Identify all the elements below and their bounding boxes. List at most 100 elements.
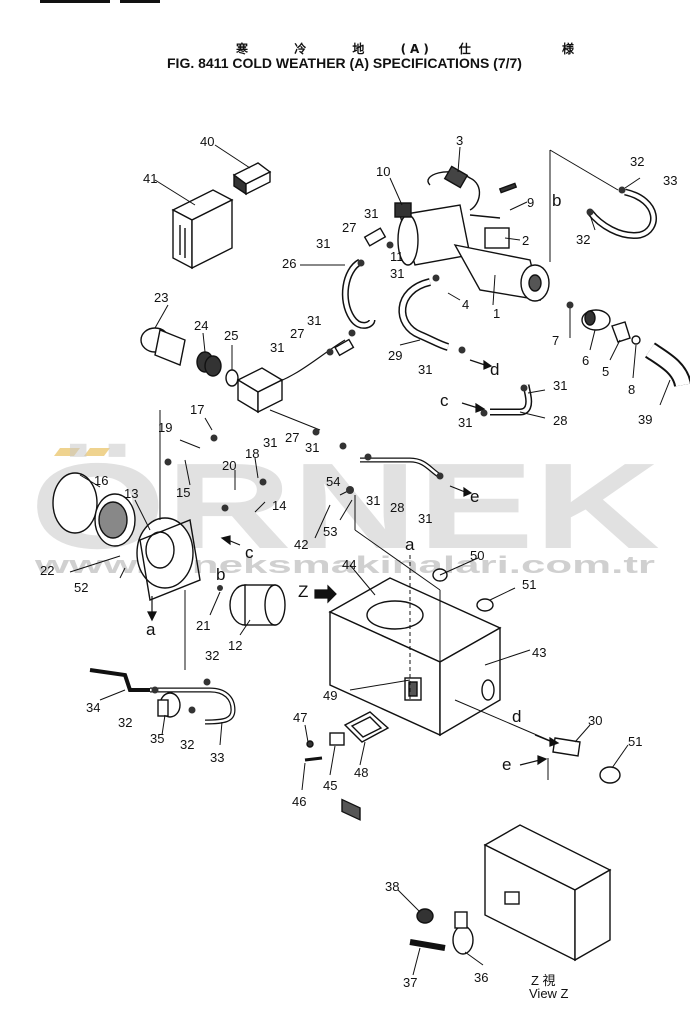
callout: 10 (376, 164, 390, 179)
callout: 28 (390, 500, 404, 515)
callout: 37 (403, 975, 417, 990)
callout: 26 (282, 256, 296, 271)
top-rule-left (40, 0, 110, 3)
spring-24 (196, 351, 222, 377)
callout: 6 (582, 353, 589, 368)
pipe-34 (89, 668, 150, 692)
callout: 23 (154, 290, 168, 305)
bolt-51 (599, 766, 621, 784)
callout: 31 (418, 511, 432, 526)
callout: 32 (576, 232, 590, 247)
callout: 21 (196, 618, 210, 633)
callout: 27 (342, 220, 356, 235)
callout: 14 (272, 498, 286, 513)
callout: 43 (532, 645, 546, 660)
japanese-title: 寒 冷 地 (A) 仕 様 (236, 40, 578, 57)
callout: 5 (602, 364, 609, 379)
view-z-box (483, 824, 612, 962)
watermark-accent-1 (54, 448, 80, 456)
washer-8 (631, 335, 641, 345)
callout: 40 (200, 134, 214, 149)
callout: 29 (388, 348, 402, 363)
bracket-block (236, 367, 284, 414)
watermark-brand: ÖRNEK (30, 438, 660, 574)
callout: 31 (390, 266, 404, 281)
callout: 44 (342, 557, 356, 572)
callout: 27 (290, 326, 304, 341)
callout-labels: 1 2 3 4 5 6 7 8 9 10 11 12 13 14 15 16 1… (40, 133, 677, 990)
fitting-36 (452, 911, 474, 955)
callout: 32 (180, 737, 194, 752)
callout: 7 (552, 333, 559, 348)
callout: 31 (305, 440, 319, 455)
connector: e (502, 755, 511, 774)
callout: 31 (316, 236, 330, 251)
callout: 13 (124, 486, 138, 501)
watermark: ÖRNEK www.orneksmakinalari.com.tr (30, 438, 660, 579)
callout: 49 (323, 688, 337, 703)
burner-housing-13 (136, 517, 201, 601)
callout: 18 (245, 446, 259, 461)
connector: e (470, 487, 479, 506)
jp-char: 地 (352, 42, 369, 56)
connector-labels: a a b b c c d d e e Z (146, 191, 561, 774)
jp-char: 寒 (236, 42, 253, 56)
view-z-arrow (314, 584, 337, 604)
callout: 20 (222, 458, 236, 473)
callout: 19 (158, 420, 172, 435)
callout: 24 (194, 318, 208, 333)
fitting-5 (611, 321, 631, 343)
connector: d (512, 707, 521, 726)
callout: 54 (326, 474, 340, 489)
jp-char: 冷 (294, 42, 311, 56)
callout: 31 (418, 362, 432, 377)
view-z-caption-jp: Z 視 (531, 973, 556, 988)
washer-markers (151, 186, 626, 714)
connector: c (440, 391, 449, 410)
callout: 36 (474, 970, 488, 985)
callout: 11 (390, 249, 404, 264)
callout: 30 (588, 713, 602, 728)
callout: 48 (354, 765, 368, 780)
callout: 12 (228, 638, 242, 653)
arrows (147, 359, 560, 766)
callout: 52 (74, 580, 88, 595)
callout: 33 (663, 173, 677, 188)
connector: c (245, 543, 254, 562)
burner-16 (52, 472, 136, 547)
callout: 45 (323, 778, 337, 793)
connector: d (490, 360, 499, 379)
callout: 33 (210, 750, 224, 765)
callout: 31 (263, 435, 277, 450)
callout: 38 (385, 879, 399, 894)
callout: 31 (366, 493, 380, 508)
callout: 46 (292, 794, 306, 809)
pump-23 (140, 327, 186, 366)
leader-lines (69, 144, 671, 976)
callout: 32 (118, 715, 132, 730)
callout: 41 (143, 171, 157, 186)
callout: 1 (493, 306, 500, 321)
fitting-30 (552, 737, 581, 757)
connector: b (216, 565, 225, 584)
callout: 8 (628, 382, 635, 397)
view-z-caption: View Z (529, 986, 569, 1001)
valve-35 (157, 692, 181, 718)
plate-45 (329, 732, 345, 746)
connector: Z (298, 582, 308, 601)
callout: 34 (86, 700, 100, 715)
callout: 28 (553, 413, 567, 428)
figure-title: FIG. 8411 COLD WEATHER (A) SPECIFICATION… (167, 55, 522, 71)
jp-char: 様 (561, 42, 578, 56)
callout: 42 (294, 537, 308, 552)
tank-43 (328, 577, 502, 821)
callout: 15 (176, 485, 190, 500)
connector: b (552, 191, 561, 210)
heater-assembly (394, 165, 550, 302)
top-rule-right (120, 0, 160, 3)
controller-box (171, 189, 234, 270)
connector: a (146, 620, 156, 639)
watermark-accent-2 (84, 448, 110, 456)
callout: 51 (522, 577, 536, 592)
